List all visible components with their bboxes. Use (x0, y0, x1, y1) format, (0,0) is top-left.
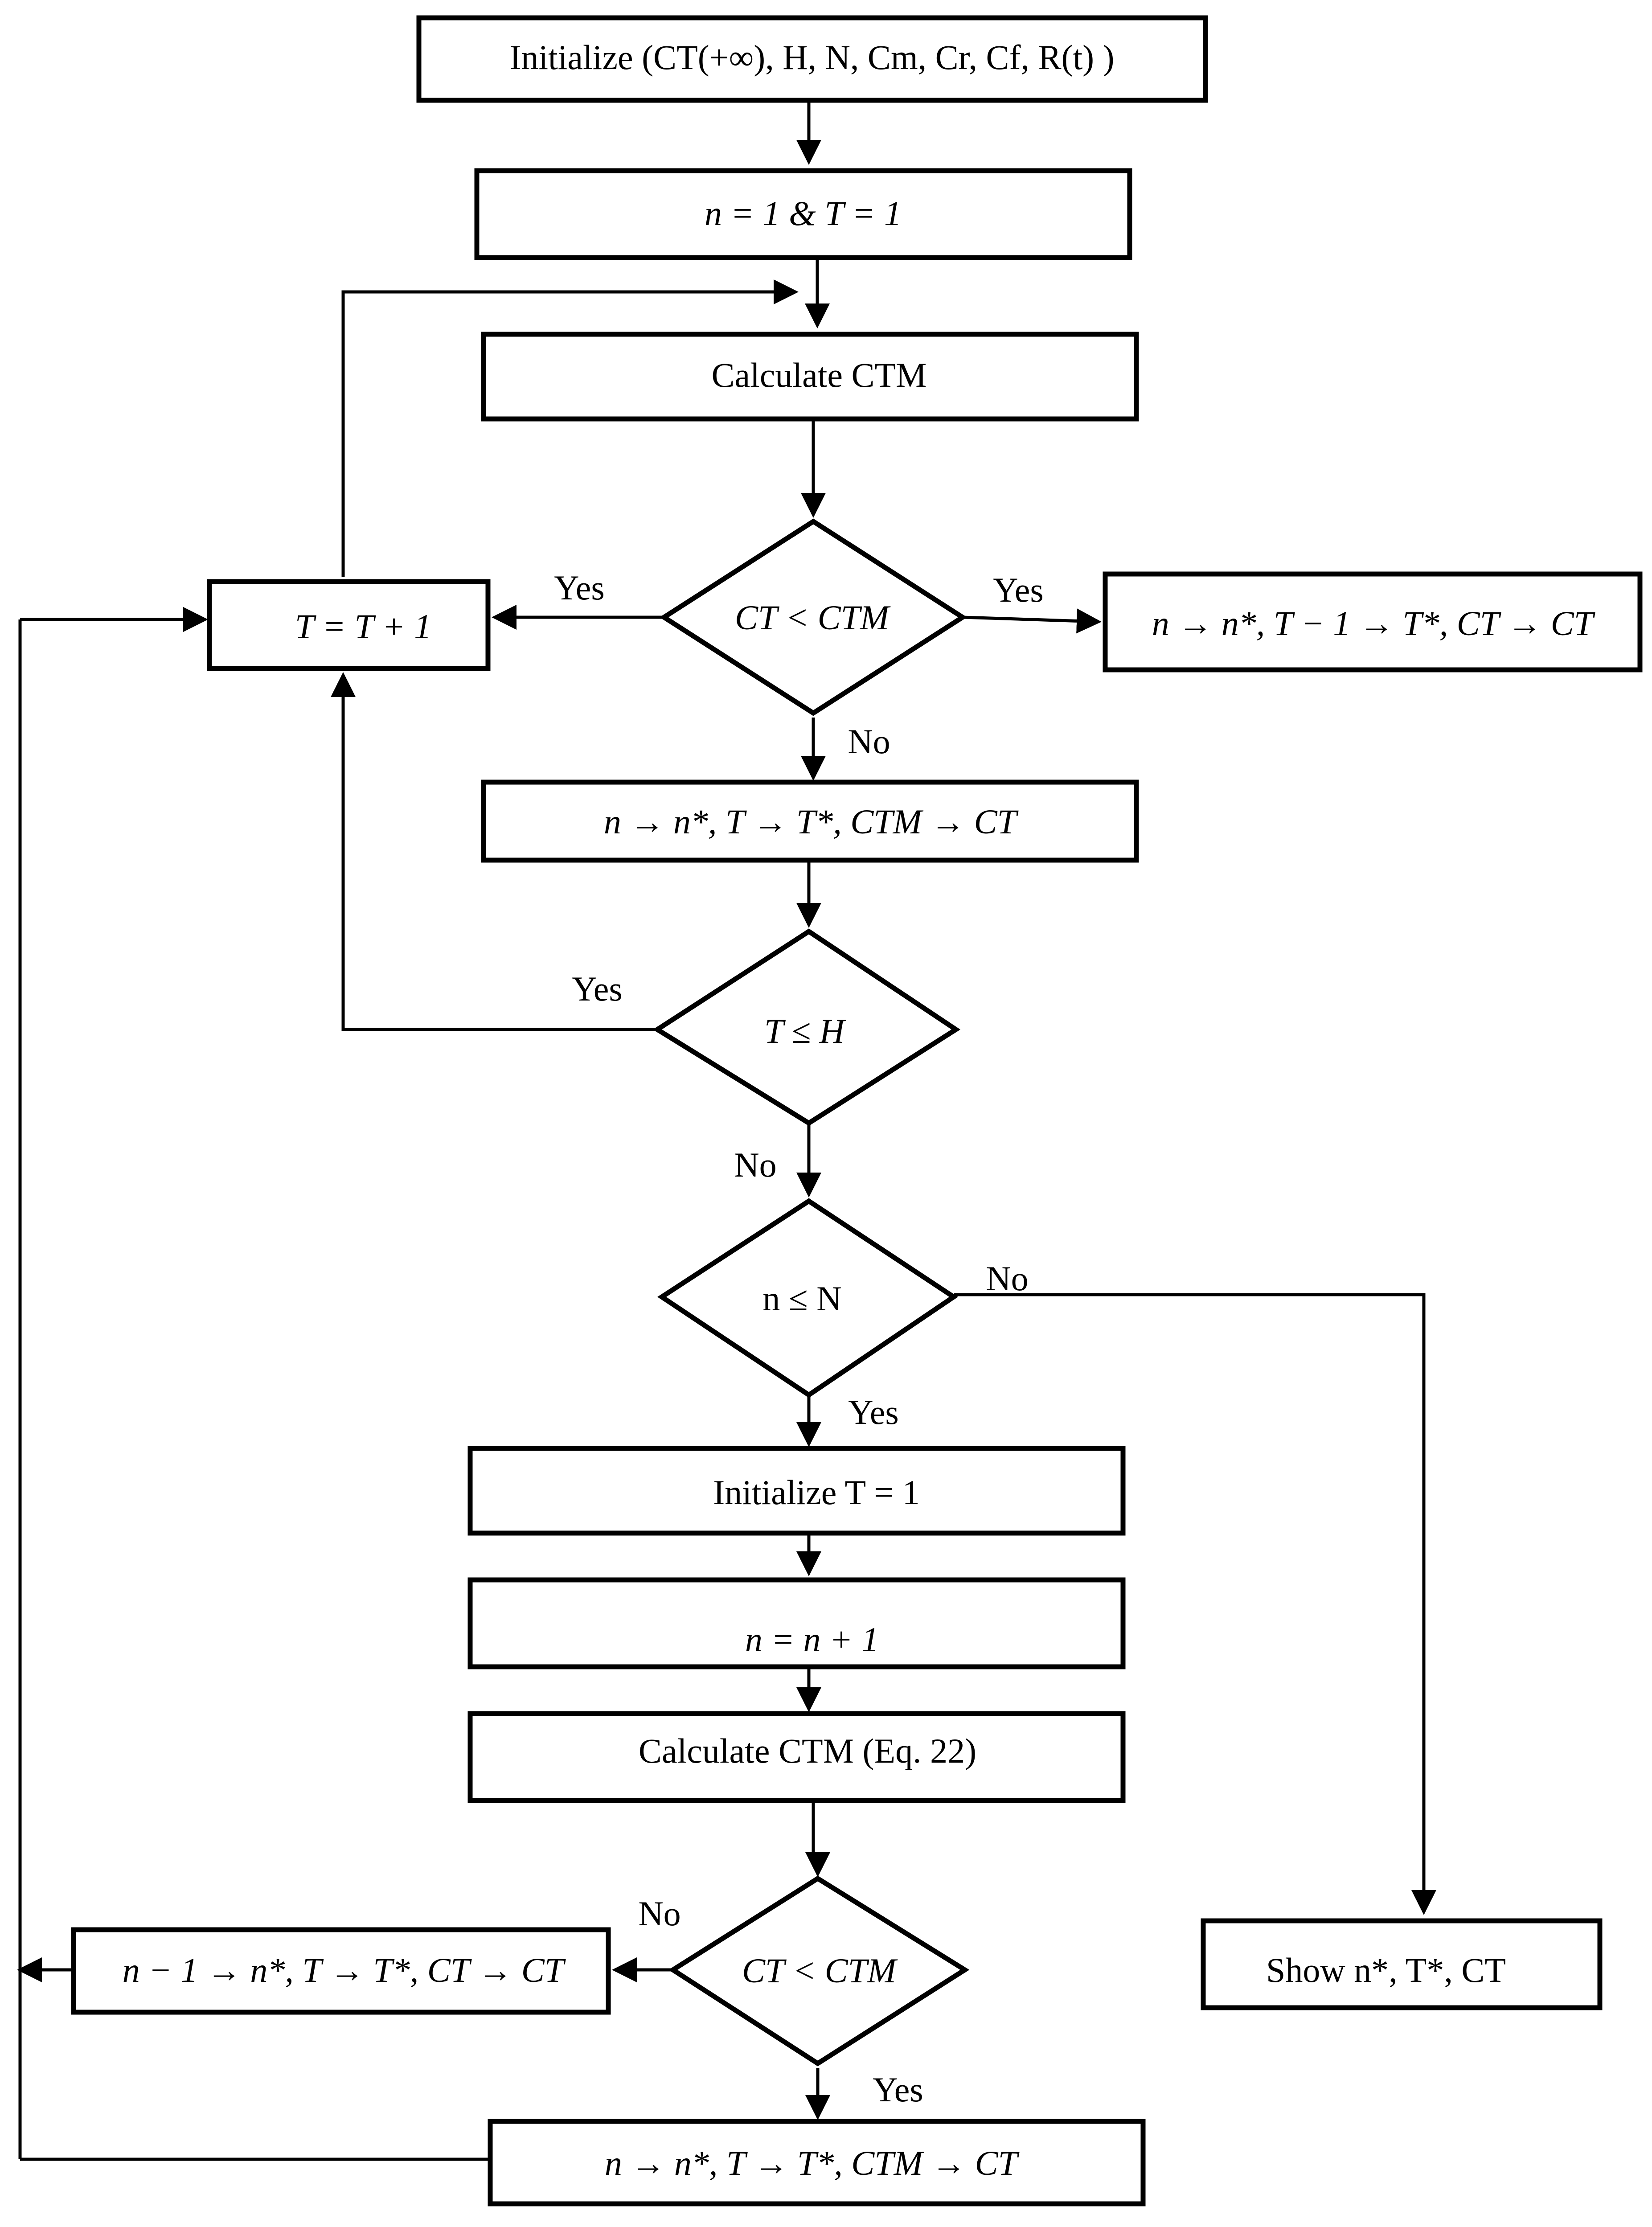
loop-line-t-increment-to-calc (341, 279, 799, 577)
arrow-decision-1-yes-right (962, 608, 1102, 634)
node-calc-ctm-eq22: Calculate CTM (Eq. 22) (467, 1711, 1126, 1803)
edge-label-yes-right-1: Yes (993, 570, 1044, 609)
node-init-t1-box (467, 1446, 1126, 1536)
node-init: Initialize (CT(+∞), H, N, Cm, Cr, Cf, R(… (416, 15, 1208, 103)
arrow-calc-eq22-to-decision-2 (805, 1800, 830, 1877)
node-assign-ctm-1: n → n*, T → T*, CTM → CT (481, 779, 1139, 863)
node-show-result: Show n*, T*, CT (1201, 1918, 1603, 2010)
node-assign-n-minus-1-label: n − 1 → n*, T → T*, CT → CT (123, 1951, 566, 1989)
edge-label-no-down-1: No (848, 722, 890, 761)
node-assign-t-minus-1-box (1103, 571, 1643, 673)
decision-ct-lt-ctm-1: CT < CTM (659, 518, 967, 716)
edge-label-no-t-le-h: No (734, 1145, 776, 1184)
edge-label-yes-n-le-n: Yes (848, 1393, 899, 1431)
decision-ct-lt-ctm-1-label: CT < CTM (735, 598, 891, 637)
edge-label-no-n-le-n: No (986, 1259, 1028, 1298)
node-t-increment-label: T = T + 1 (295, 607, 431, 646)
node-t-increment: T = T + 1 (207, 579, 491, 671)
edge-label-no-decision-2: No (638, 1894, 680, 1933)
node-init-t1: Initialize T = 1 (467, 1446, 1126, 1536)
node-assign-t-minus-1: n → n*, T − 1 → T*, CT → CT (1103, 571, 1643, 673)
node-assign-ctm-2-label: n → n*, T → T*, CTM → CT (605, 2144, 1020, 2182)
node-init-t1-label: Initialize T = 1 (713, 1473, 920, 1512)
node-calc-ctm-1-box (481, 332, 1139, 422)
node-init-label: Initialize (CT(+∞), H, N, Cm, Cr, Cf, R(… (509, 38, 1114, 77)
arrow-t-le-h-yes-to-t-increment (331, 672, 657, 1031)
node-assign-n-minus-1-box (71, 1927, 611, 2015)
node-calc-ctm-eq22-box (467, 1711, 1126, 1803)
node-assign-n-minus-1: n − 1 → n*, T → T*, CT → CT (71, 1927, 611, 2015)
node-assign-t-minus-1-label: n → n*, T − 1 → T*, CT → CT (1152, 604, 1595, 643)
node-n-increment-label: n = n + 1 (745, 1620, 879, 1659)
node-set-n1-t1-label: n = 1 & T = 1 (705, 194, 902, 233)
node-show-result-label: Show n*, T*, CT (1266, 1951, 1506, 1989)
node-assign-ctm-1-label: n → n*, T → T*, CTM → CT (604, 802, 1019, 841)
edge-label-yes-t-le-h: Yes (572, 969, 623, 1008)
node-assign-ctm-2-box (488, 2119, 1146, 2206)
node-n-increment-box (467, 1577, 1126, 1669)
node-calc-ctm-1-label: Calculate CTM (711, 356, 926, 394)
edge-label-yes-left-1: Yes (554, 568, 605, 607)
node-calc-ctm-1: Calculate CTM (481, 332, 1139, 422)
node-init-box (416, 15, 1208, 103)
node-set-n1-t1-box (474, 168, 1132, 260)
node-n-increment: n = n + 1 (467, 1577, 1126, 1669)
node-t-increment-box (207, 579, 491, 671)
decision-ct-lt-ctm-2: CT < CTM (668, 1875, 970, 2067)
edge-labels: Yes Yes No Yes No No Yes No Yes (554, 568, 1044, 2109)
node-assign-ctm-2: n → n*, T → T*, CTM → CT (488, 2119, 1146, 2206)
arrow-n-le-n-no-to-show (954, 1293, 1436, 1915)
decision-n-le-n: n ≤ N (657, 1198, 958, 1398)
decision-n-le-n-diamond (657, 1198, 958, 1398)
decision-ct-lt-ctm-2-diamond (668, 1875, 970, 2067)
connectors (17, 100, 1436, 2161)
node-calc-ctm-eq22-label: Calculate CTM (Eq. 22) (639, 1731, 976, 1770)
decision-t-le-h: T ≤ H (652, 928, 961, 1126)
edge-label-yes-decision-2: Yes (873, 2070, 923, 2109)
decision-n-le-n-label: n ≤ N (762, 1279, 841, 1318)
decision-ct-lt-ctm-2-label: CT < CTM (742, 1951, 898, 1990)
node-assign-ctm-1-box (481, 779, 1139, 863)
decision-t-le-h-diamond (652, 928, 961, 1126)
node-set-n1-t1: n = 1 & T = 1 (474, 168, 1132, 260)
node-show-result-box (1201, 1918, 1603, 2010)
decision-ct-lt-ctm-1-diamond (659, 518, 967, 716)
decision-t-le-h-label: T ≤ H (764, 1012, 846, 1050)
